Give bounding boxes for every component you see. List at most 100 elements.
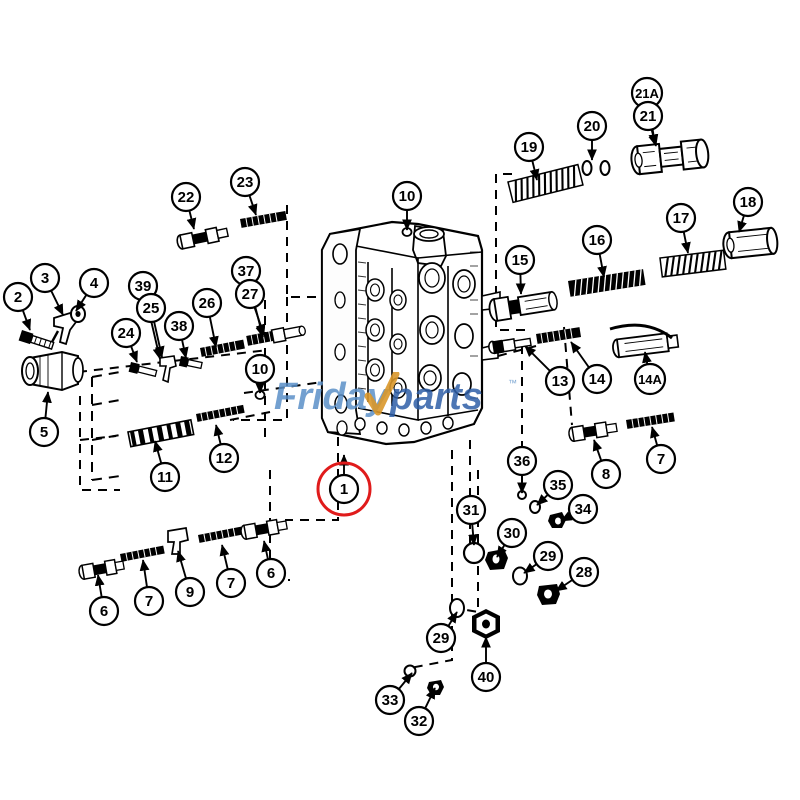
part-fitting-13[interactable] (488, 335, 532, 355)
callout-17[interactable]: 17 (665, 202, 697, 234)
callout-circle (504, 244, 536, 276)
callout-31[interactable]: 31 (455, 494, 487, 526)
part-stud-14[interactable] (536, 327, 582, 344)
part-plug-2[interactable] (18, 330, 55, 351)
callout-label: 29 (433, 630, 450, 647)
part-stud-12[interactable] (196, 404, 245, 422)
callout-33[interactable]: 33 (374, 684, 406, 716)
callout-29[interactable]: 29 (425, 622, 457, 654)
callout-12[interactable]: 12 (208, 442, 240, 474)
callout-9[interactable]: 9 (174, 576, 206, 608)
callout-22[interactable]: 22 (170, 181, 202, 213)
part-oring-20a[interactable] (581, 160, 593, 176)
callout-15[interactable]: 15 (504, 244, 536, 276)
callout-label: 7 (657, 451, 665, 468)
callout-3[interactable]: 3 (29, 262, 61, 294)
part-stud-7c[interactable] (626, 412, 675, 429)
part-spring-16[interactable] (568, 269, 646, 297)
part-stud-26[interactable] (200, 339, 245, 357)
callout-38[interactable]: 38 (163, 310, 195, 342)
part-cap-28[interactable] (537, 584, 560, 605)
callout-36[interactable]: 36 (506, 445, 538, 477)
callout-19[interactable]: 19 (513, 131, 545, 163)
part-spool-11[interactable] (127, 418, 195, 448)
part-solenoid-5[interactable] (21, 350, 84, 392)
callout-1[interactable]: 1 (316, 461, 372, 517)
part-oring-20b[interactable] (599, 160, 611, 176)
part-stud-23[interactable] (240, 211, 287, 228)
callout-14[interactable]: 14 (581, 363, 613, 395)
callout-16[interactable]: 16 (581, 224, 613, 256)
part-clip-25[interactable] (159, 355, 177, 384)
leader-line-17 (681, 231, 691, 254)
part-nut-30[interactable] (485, 549, 508, 570)
part-stud-7b[interactable] (198, 526, 243, 543)
callout-23[interactable]: 23 (229, 166, 261, 198)
part-clip-9[interactable] (167, 527, 189, 555)
callout-circle (567, 493, 599, 525)
callout-28[interactable]: 28 (568, 556, 600, 588)
callout-6[interactable]: 6 (255, 557, 287, 589)
callout-circle (532, 540, 564, 572)
callout-21[interactable]: 21 (632, 100, 664, 132)
callout-25[interactable]: 25 (135, 292, 167, 324)
part-oring-29a[interactable] (512, 566, 528, 586)
callout-10[interactable]: 10 (391, 180, 423, 212)
callout-circle (215, 567, 247, 599)
leader-line-2 (21, 309, 32, 331)
callout-2[interactable]: 2 (2, 281, 34, 313)
leader-line-27 (253, 306, 266, 336)
callout-26[interactable]: 26 (191, 287, 223, 319)
part-spool-15[interactable] (488, 289, 559, 322)
part-oring-31[interactable] (462, 541, 486, 565)
part-fitting-27[interactable] (246, 324, 306, 348)
callout-11[interactable]: 11 (149, 461, 181, 493)
part-fitting-8[interactable] (568, 420, 618, 443)
part-fitting-6a[interactable] (78, 558, 125, 580)
part-valve-21[interactable] (630, 138, 710, 176)
callout-40[interactable]: 40 (470, 661, 502, 693)
callout-32[interactable]: 32 (403, 705, 435, 737)
part-plug-18[interactable] (722, 226, 779, 260)
callout-6[interactable]: 6 (88, 595, 120, 627)
leader-line-5 (42, 391, 52, 419)
part-fitting-6b[interactable] (240, 518, 288, 540)
callout-7[interactable]: 7 (133, 585, 165, 617)
part-fitting-22[interactable] (176, 225, 230, 250)
callout-34[interactable]: 34 (567, 493, 599, 525)
leader-line-32 (424, 687, 436, 709)
callout-8[interactable]: 8 (590, 458, 622, 490)
callout-label: 3 (41, 270, 49, 287)
callout-leader-lines (21, 107, 747, 709)
callout-20[interactable]: 20 (576, 110, 608, 142)
callout-18[interactable]: 18 (732, 186, 764, 218)
part-hexnut-40[interactable] (472, 609, 500, 639)
callout-30[interactable]: 30 (496, 517, 528, 549)
callout-4[interactable]: 4 (78, 267, 110, 299)
part-screw-24[interactable] (128, 362, 158, 378)
part-oring-29b[interactable] (449, 598, 465, 618)
part-spring-17[interactable] (659, 249, 727, 278)
part-screw-38[interactable] (178, 356, 203, 370)
callout-label: 40 (478, 669, 495, 686)
callout-5[interactable]: 5 (28, 416, 60, 448)
callout-14A[interactable]: 14A (633, 362, 667, 396)
callout-29[interactable]: 29 (532, 540, 564, 572)
callout-10[interactable]: 10 (244, 353, 276, 385)
callout-24[interactable]: 24 (110, 317, 142, 349)
callout-7[interactable]: 7 (215, 567, 247, 599)
leader-line-7 (139, 559, 150, 588)
part-plug-32[interactable] (427, 680, 444, 695)
part-spring-19[interactable] (507, 163, 584, 204)
callout-7[interactable]: 7 (645, 443, 677, 475)
callout-circle (135, 292, 167, 324)
part-stud-7a[interactable] (120, 545, 165, 562)
callout-label: 6 (100, 603, 108, 620)
valve-body-assembly[interactable] (320, 220, 501, 446)
callout-13[interactable]: 13 (544, 365, 576, 397)
callout-27[interactable]: 27 (234, 278, 266, 310)
callout-35[interactable]: 35 (542, 469, 574, 501)
callout-21A[interactable]: 21A (630, 76, 664, 110)
